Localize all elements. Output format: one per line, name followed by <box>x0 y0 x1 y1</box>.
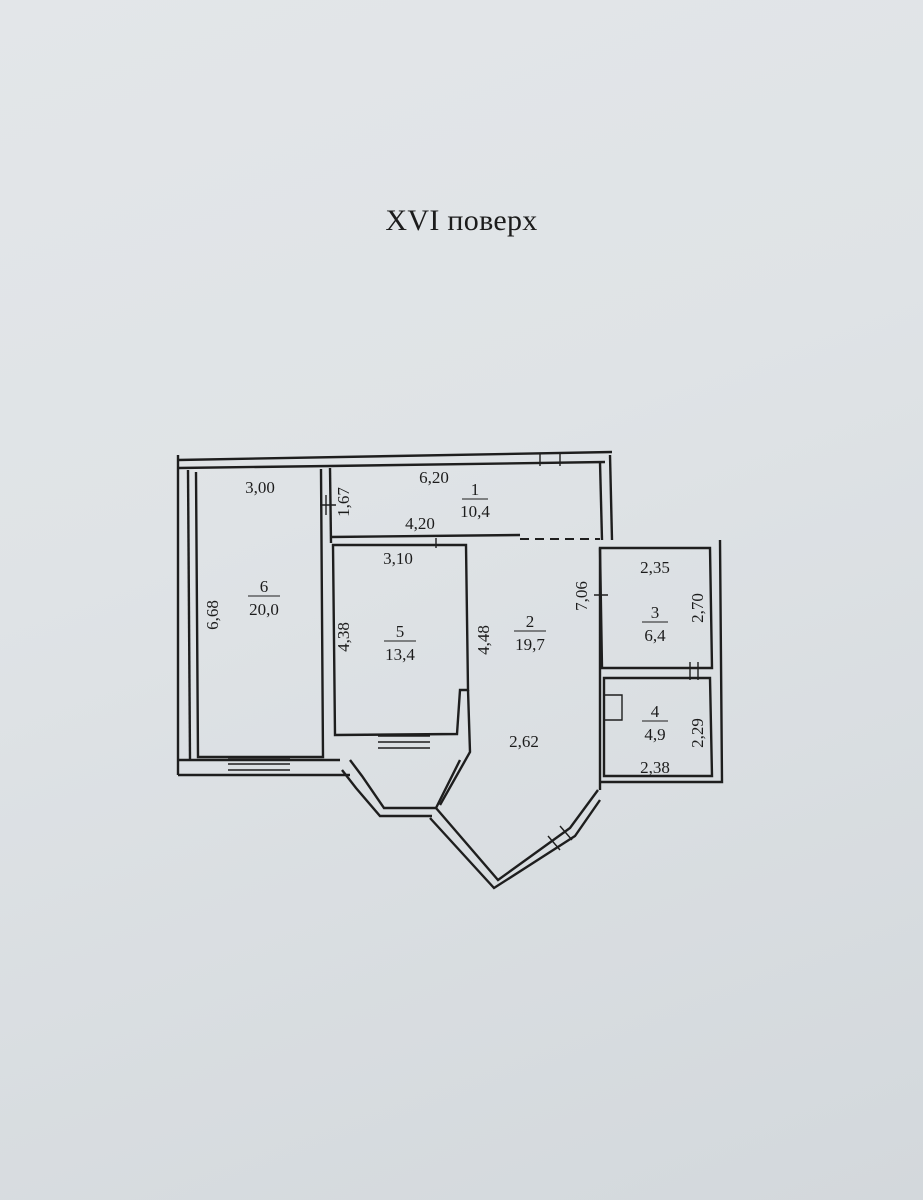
room-4-area: 4,9 <box>644 725 665 744</box>
window-room-6 <box>228 757 290 771</box>
room-4-number: 4 <box>651 702 660 721</box>
dim-room2-bottom: 2,62 <box>509 732 539 751</box>
room-5-area: 13,4 <box>385 645 415 664</box>
floor-title: XVI поверх <box>385 204 538 237</box>
dim-room2-left: 4,48 <box>474 625 493 655</box>
bay-window <box>349 759 462 810</box>
window-room-5 <box>378 735 430 749</box>
dim-room4-length: 2,29 <box>688 718 707 748</box>
dim-room6-length: 6,68 <box>203 600 222 630</box>
room-6-number: 6 <box>260 577 269 596</box>
room-3-number: 3 <box>651 603 660 622</box>
room-5-number: 5 <box>396 622 405 641</box>
dim-room3-width: 2,35 <box>640 558 670 577</box>
dim-room3-length: 2,70 <box>688 593 707 623</box>
room-labels: 1 10,4 2 19,7 3 6,4 4 4,9 5 13,4 6 20,0 <box>248 480 668 744</box>
dim-room1-width: 6,20 <box>419 468 449 487</box>
dim-room5-width: 3,10 <box>383 549 413 568</box>
dim-room2-right: 7,06 <box>572 581 591 611</box>
room-6-area: 20,0 <box>249 600 279 619</box>
room-4-walls <box>602 676 714 778</box>
room-3-walls <box>598 546 714 670</box>
dimension-labels: 3,00 6,68 6,20 1,67 4,20 3,10 4,38 4,48 … <box>203 468 707 777</box>
dim-room4-width: 2,38 <box>640 758 670 777</box>
wall-top <box>177 450 613 462</box>
dim-corridor-width: 4,20 <box>405 514 435 533</box>
room-5-walls <box>331 543 470 737</box>
walls <box>176 450 724 890</box>
dim-room1-depth: 1,67 <box>334 487 353 517</box>
room-1-number: 1 <box>471 480 480 499</box>
room-1-area: 10,4 <box>460 502 490 521</box>
room-6-walls <box>194 468 325 759</box>
room-3-area: 6,4 <box>644 626 666 645</box>
dim-room6-width: 3,00 <box>245 478 275 497</box>
room-2-area: 19,7 <box>515 635 545 654</box>
room-2-number: 2 <box>526 612 535 631</box>
dim-room5-length: 4,38 <box>334 622 353 652</box>
